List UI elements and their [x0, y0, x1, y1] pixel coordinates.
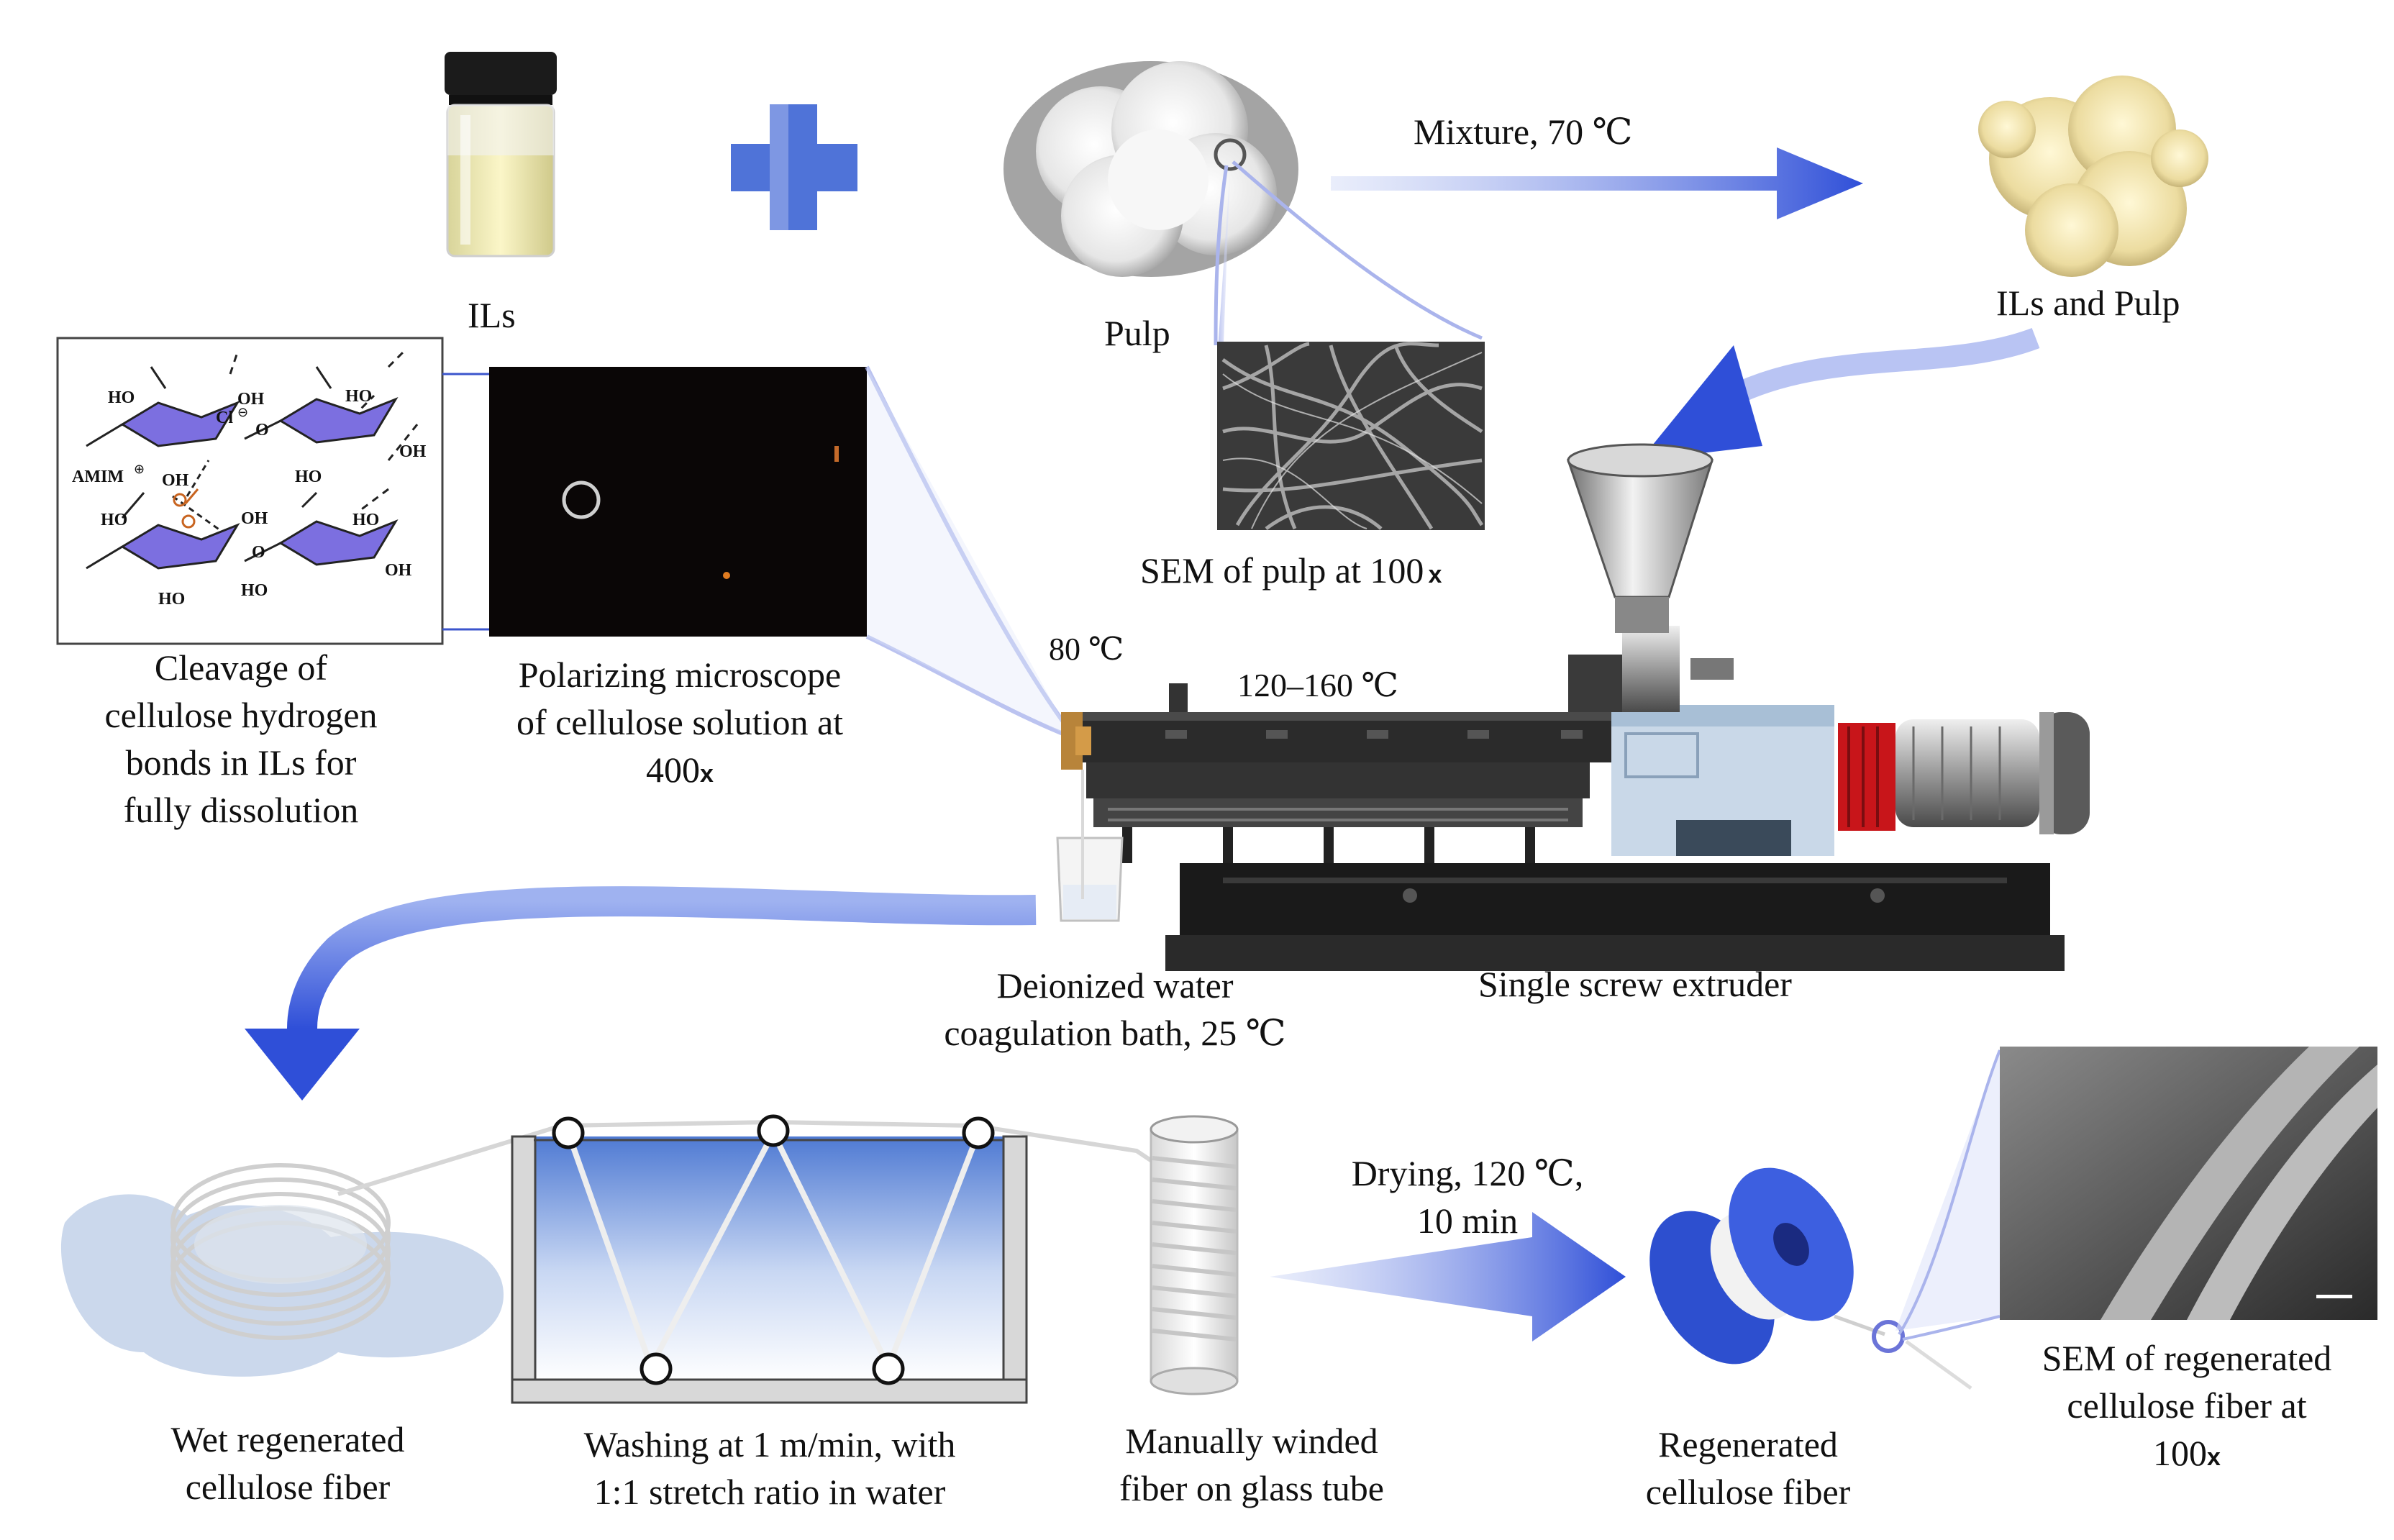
deionized-caption: Deionized water coagulation bath, 25 ℃: [944, 965, 1286, 1053]
pulp-label: Pulp: [1104, 313, 1170, 353]
regenerated-caption: Regenerated cellulose fiber: [1645, 1424, 1851, 1512]
sem-regenerated-caption: SEM of regenerated cellulose fiber at 10…: [2042, 1338, 2332, 1473]
ho-label: HO: [345, 387, 372, 406]
polarizing-caption: Polarizing microscope of cellulose solut…: [516, 655, 844, 790]
ils-label: ILs: [468, 295, 516, 335]
oh-label: OH: [241, 509, 268, 528]
pulp-icon: [1003, 61, 1298, 277]
beaker-icon: [1056, 770, 1124, 922]
ho-label: HO: [241, 581, 268, 600]
plus-icon: [731, 104, 857, 230]
washing-caption: Washing at 1 m/min, with 1:1 stretch rat…: [583, 1424, 956, 1512]
oh-label: OH: [162, 471, 189, 490]
ho-label: HO: [101, 511, 127, 529]
oh-label: OH: [399, 442, 427, 461]
arrow-icon: [245, 886, 1037, 1101]
oh-label: OH: [385, 561, 412, 580]
extruder-caption: Single screw extruder: [1478, 964, 1792, 1004]
temp-80-label: 80 ℃: [1049, 632, 1124, 667]
polarizing-microscope-image: [489, 367, 867, 637]
water-tank-icon: [511, 1114, 1028, 1404]
ho-label: HO: [158, 590, 185, 609]
arrow-icon: [1270, 1212, 1626, 1341]
winded-caption: Manually winded fiber on glass tube: [1119, 1421, 1384, 1508]
sem-pulp-image: [1217, 342, 1485, 531]
sem-regenerated-image: [2000, 1047, 2377, 1320]
glass-tube-icon: [1150, 1115, 1239, 1395]
spool-icon: [1649, 1167, 1885, 1364]
o-label: O: [252, 543, 265, 562]
drying-caption: Drying, 120 ℃, 10 min: [1351, 1153, 1584, 1241]
plus-charge-icon: ⊕: [134, 462, 145, 476]
cl-label: Cl: [216, 409, 233, 427]
oh-label: OH: [237, 390, 265, 409]
mixture-label: Mixture, 70 ℃: [1414, 111, 1633, 152]
ils-and-pulp-label: ILs and Pulp: [1996, 283, 2180, 323]
extruder-icon: [1056, 443, 2090, 971]
temp-120-160-label: 120–160 ℃: [1237, 667, 1398, 703]
ho-label: HO: [295, 468, 322, 486]
arrow-icon: [1640, 327, 2040, 460]
cleavage-caption: Cleavage of cellulose hydrogen bonds in …: [104, 647, 378, 830]
cellulose-structure-diagram: HO OH O HO OH HO Cl AMIM OH OH HO O HO O…: [56, 337, 444, 645]
arrow-icon: [1331, 147, 1863, 219]
ho-label: HO: [108, 388, 135, 407]
ils-pulp-mixture-icon: [1978, 76, 2208, 277]
vial-icon: [445, 52, 557, 258]
wet-fiber-icon: [60, 1163, 504, 1377]
minus-charge-icon: ⊖: [237, 405, 249, 419]
ho-label: HO: [352, 511, 379, 529]
o-label: O: [255, 421, 269, 439]
amim-label: AMIM: [72, 468, 124, 486]
wet-fiber-caption: Wet regenerated cellulose fiber: [170, 1419, 405, 1507]
